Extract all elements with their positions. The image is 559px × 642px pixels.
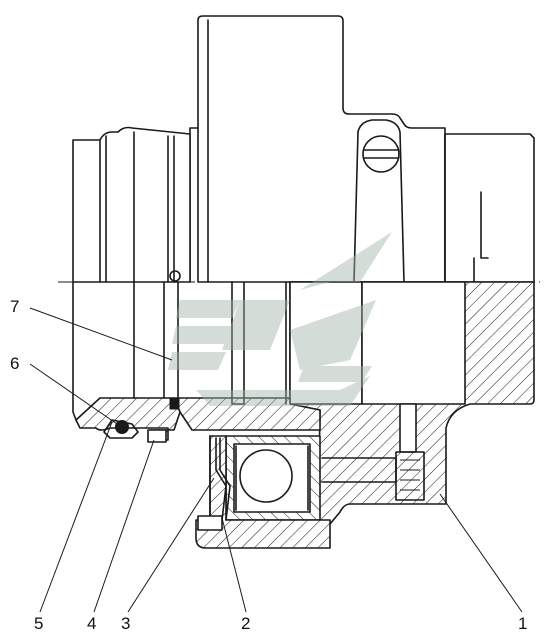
bearing-ball: [239, 449, 293, 503]
oil-passage: [399, 403, 417, 453]
shaft-end-upper: [72, 126, 191, 283]
flange-upper: [197, 15, 446, 283]
leader-2: [221, 517, 247, 613]
shaft-section: [75, 397, 181, 441]
adjusting-screw-head: [362, 135, 400, 173]
leader-4: [93, 439, 155, 613]
leader-1: [439, 493, 523, 613]
lower-section: [72, 281, 535, 549]
callout-labels: 1 2 3 4 5 6 7: [10, 297, 527, 633]
leader-5: [39, 421, 113, 613]
leader-lines: [29, 307, 523, 613]
leader-7: [29, 307, 173, 361]
seal-carrier: [195, 435, 331, 549]
retaining-ring: [169, 397, 180, 410]
callout-7: 7: [10, 297, 19, 316]
small-hole: [169, 270, 181, 282]
flange-web-section: [173, 397, 321, 431]
logo-watermark-icon: [168, 232, 392, 406]
stop-pin: [147, 429, 167, 443]
leader-6: [29, 363, 121, 427]
callout-5: 5: [34, 614, 43, 633]
upper-view: [72, 15, 535, 283]
callout-3: 3: [121, 614, 130, 633]
callout-4: 4: [87, 614, 96, 633]
callout-1: 1: [518, 614, 527, 633]
o-ring: [115, 420, 129, 434]
callout-2: 2: [241, 614, 250, 633]
housing-right-upper: [444, 133, 535, 283]
leader-3: [127, 477, 215, 613]
callout-6: 6: [10, 354, 19, 373]
